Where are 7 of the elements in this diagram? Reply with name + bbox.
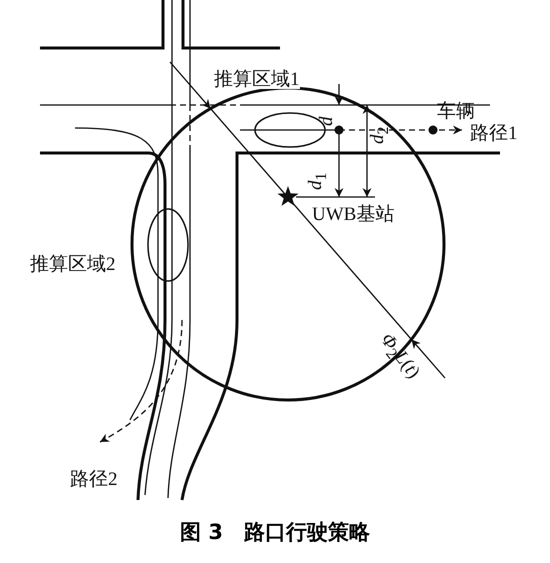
station-label: UWB基站 xyxy=(312,205,394,224)
figure-caption: 图 3 路口行驶策略 xyxy=(179,519,371,546)
region-label: 推算区域2 xyxy=(30,255,116,274)
path-label: 路径2 xyxy=(70,470,118,489)
path-label: 路径1 xyxy=(470,124,518,143)
distance-label: d xyxy=(317,116,336,126)
region-label: 推算区域1 xyxy=(214,70,300,89)
